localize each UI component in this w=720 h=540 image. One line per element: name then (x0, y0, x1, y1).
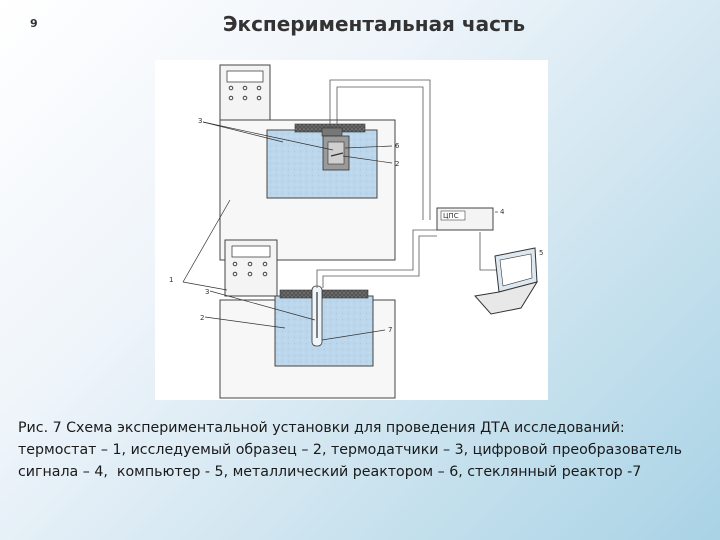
label-1: 1 (169, 276, 173, 284)
signal-converter: ЦПС (436, 207, 494, 231)
label-6: 6 (395, 142, 400, 150)
setup-diagram-svg: ЦПС 3 6 2 4 5 1 3 2 7 (169, 64, 543, 399)
sensor-wires (316, 79, 500, 288)
thermostat-lower (219, 239, 396, 399)
thermostat-upper (219, 64, 396, 261)
label-2-lower: 2 (200, 314, 204, 322)
label-5: 5 (539, 249, 543, 257)
caption-line-1: Рис. 7 Схема экспериментальной установки… (18, 420, 625, 436)
caption-line-3: сигнала – 4, компьютер - 5, металлически… (18, 464, 642, 480)
figure-caption: Рис. 7 Схема экспериментальной установки… (18, 417, 708, 483)
leader-lines (182, 121, 498, 341)
metal-reactor (321, 127, 350, 171)
converter-label: ЦПС (443, 212, 459, 220)
slide-title: Экспериментальная часть (222, 12, 526, 36)
label-2-upper: 2 (395, 160, 399, 168)
slide-number: 9 (30, 17, 38, 30)
setup-diagram: ЦПС 3 6 2 4 5 1 3 2 7 (155, 60, 548, 400)
label-4: 4 (500, 208, 505, 216)
caption-line-2: термостат – 1, исследуемый образец – 2, … (18, 442, 682, 458)
laptop (474, 247, 539, 315)
label-7: 7 (388, 326, 392, 334)
label-3-upper: 3 (198, 117, 202, 125)
label-3-lower: 3 (205, 288, 209, 296)
glass-reactor (311, 285, 323, 347)
